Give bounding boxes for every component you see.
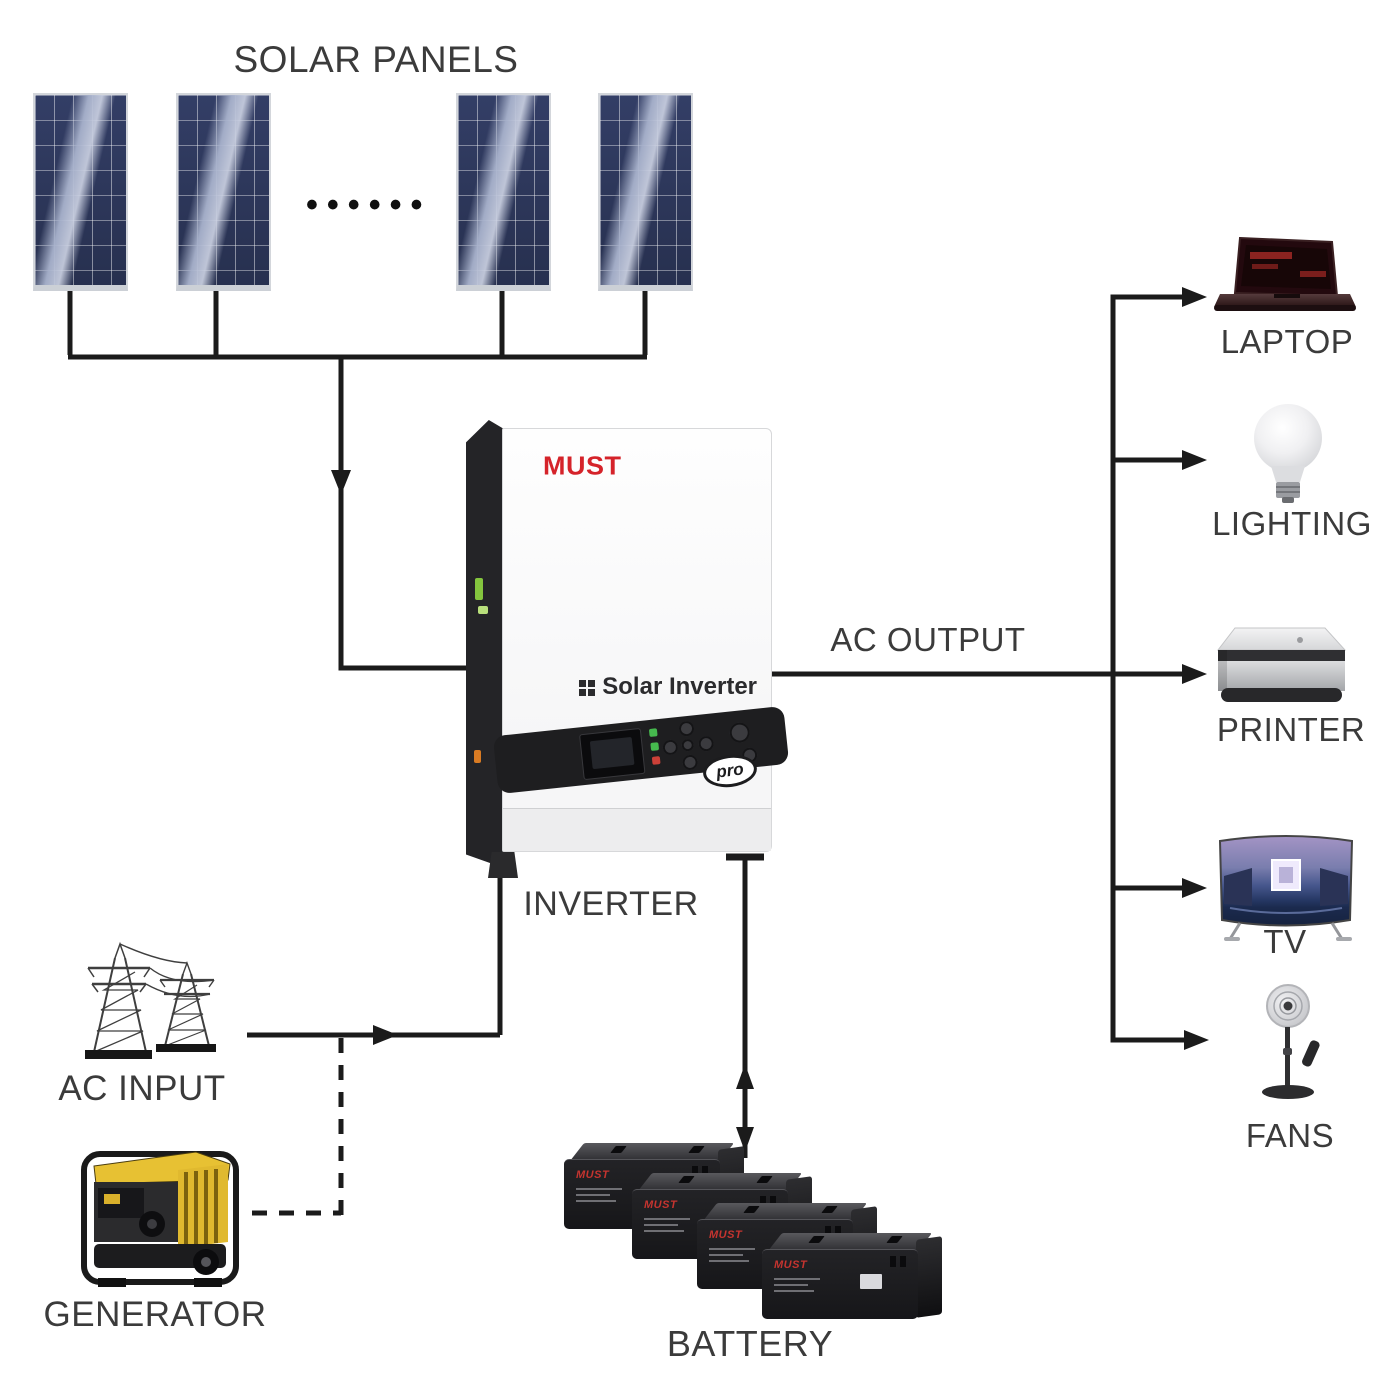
inverter-led-fault — [651, 756, 661, 765]
printer-icon — [1216, 627, 1347, 702]
laptop-icon — [1214, 236, 1356, 311]
battery-brand-text: MUST — [774, 1259, 808, 1271]
battery-brand-text: MUST — [709, 1229, 743, 1241]
inverter-led-battery — [650, 742, 660, 751]
inverter-lcd-display — [589, 736, 635, 770]
lightbulb-icon — [1254, 404, 1322, 503]
inverter-side-led-green-2 — [478, 606, 488, 614]
panel-ellipsis-dots: •••••• — [306, 186, 432, 224]
battery-spec-label — [860, 1274, 882, 1289]
inverter-led-solar — [648, 728, 658, 738]
inverter-side-led-green — [475, 578, 483, 600]
output-label-laptop: LAPTOP — [1220, 323, 1354, 360]
arrow-tv — [1182, 878, 1207, 898]
inverter-mounting-foot — [488, 852, 518, 878]
arrow-laptop — [1182, 287, 1207, 307]
battery-side-face — [916, 1236, 942, 1318]
inverter-product-name: Solar Inverter — [602, 673, 757, 700]
inverter-button-right — [697, 735, 715, 752]
solar-panels-title: SOLAR PANELS — [233, 39, 519, 80]
battery-label: BATTERY — [666, 1323, 834, 1364]
generator-label: GENERATOR — [43, 1295, 267, 1334]
output-label-printer: PRINTER — [1216, 711, 1366, 748]
battery-brand-text: MUST — [576, 1169, 610, 1181]
output-label-fans: FANS — [1245, 1117, 1335, 1154]
inverter-lcd-screen — [579, 727, 646, 781]
fan-icon — [1262, 984, 1320, 1099]
inverter-side-panel — [466, 420, 504, 868]
output-label-tv: TV — [1263, 923, 1307, 960]
inverter-label: INVERTER — [523, 885, 699, 923]
arrow-battery-up — [736, 1064, 754, 1089]
inverter-bottom-strip — [503, 808, 771, 851]
arrow-fans — [1184, 1030, 1209, 1050]
ac-input-label: AC INPUT — [58, 1069, 226, 1108]
solar-panel-drop-lines — [67, 290, 648, 355]
inverter-button-power — [728, 721, 751, 744]
output-label-lighting: LIGHTING — [1212, 505, 1372, 542]
inverter-front-face: MUST Solar Inverter pro — [492, 428, 790, 852]
battery-brand-text: MUST — [644, 1199, 678, 1211]
inverter-button-up — [678, 720, 695, 737]
generator-dashed-line — [252, 1037, 344, 1216]
ac-output-label: AC OUTPUT — [830, 621, 1026, 658]
solar-grid-icon — [579, 679, 587, 687]
inverter-brand-logo: MUST — [543, 451, 622, 481]
solar-panel-1 — [33, 93, 128, 291]
arrow-lighting — [1182, 450, 1207, 470]
inverter-button-down — [681, 754, 699, 771]
inverter-product-name-row: Solar Inverter — [579, 673, 757, 701]
solar-panel-2 — [176, 93, 271, 291]
inverter-button-enter — [681, 738, 695, 752]
arrow-ac-input-right — [373, 1025, 398, 1045]
arrow-solar-down — [331, 470, 351, 495]
solar-panel-4 — [598, 93, 693, 291]
inverter-button-left — [662, 739, 679, 756]
arrow-ac-output-right — [1182, 664, 1207, 684]
power-tower-icon — [85, 941, 216, 1059]
solar-panel-3 — [456, 93, 551, 291]
inverter-side-led-orange — [474, 750, 481, 763]
battery-unit-4: MUST — [756, 1233, 946, 1325]
battery-front-face: MUST — [762, 1249, 918, 1319]
generator-icon — [81, 1151, 239, 1287]
ac-input-line — [247, 866, 503, 1038]
